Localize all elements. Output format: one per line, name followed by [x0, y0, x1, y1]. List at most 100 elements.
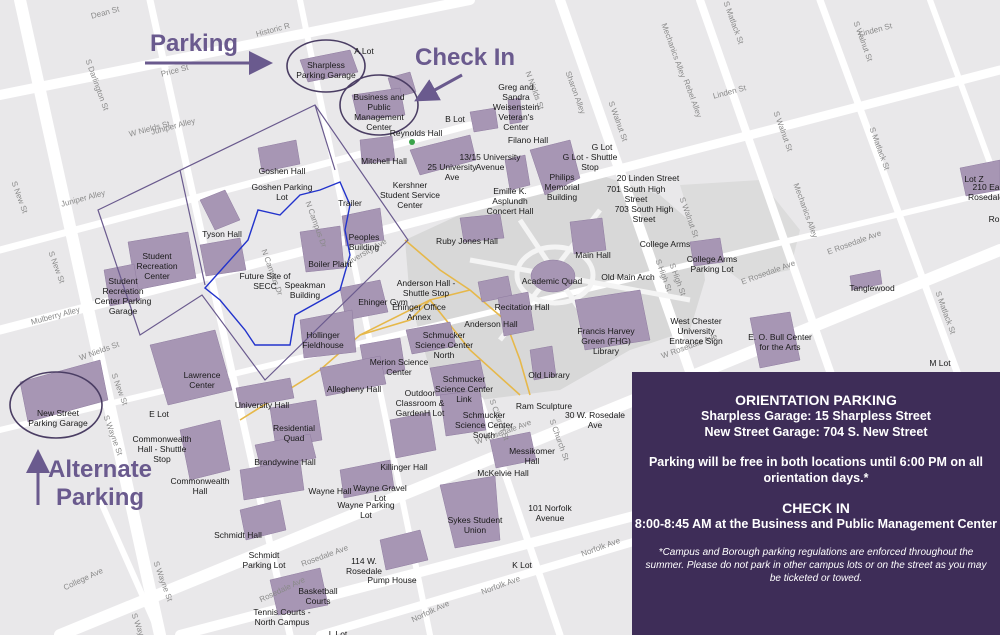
building-label: Allegheny Hall [326, 384, 382, 394]
building-shape [504, 154, 531, 191]
building-label: Schmucker Science Center Link [434, 374, 494, 404]
building-shape [429, 359, 487, 397]
building-shape [497, 291, 535, 337]
building-label: G Lot [591, 142, 613, 152]
building-label: Goshen Parking Lot [251, 182, 313, 202]
building-shape [849, 269, 883, 291]
building-label: Anderson Hall [464, 319, 518, 329]
building-shape [269, 567, 329, 616]
building-label: Schmidt Parking Lot [242, 550, 286, 570]
shuttle-path [404, 239, 471, 291]
building-label: Student Recreation Center Parking Garage [94, 276, 152, 316]
building-label: Ruby Jones Hall [436, 236, 498, 246]
building-shape [254, 433, 317, 470]
building-label: E Lot [149, 409, 169, 419]
building-shape [199, 237, 247, 277]
building-label: Anderson Hall - Shuttle Stop [396, 278, 456, 298]
future-site-outline [203, 181, 351, 346]
building-shape [405, 321, 457, 355]
new-street-circle [9, 371, 103, 439]
building-shape [749, 311, 801, 369]
orientation-info-panel: ORIENTATION PARKING Sharpless Garage: 15… [632, 372, 1000, 635]
building-label: Lot Z [964, 174, 984, 184]
building-label: University Hall [234, 400, 290, 410]
building-label: Wayne Hall [308, 486, 352, 496]
building-label: Reynolds Hall [389, 128, 443, 138]
walkway [469, 257, 691, 303]
building-label: Residential Quad [272, 423, 316, 443]
building-label: Sykes Student Union [447, 515, 503, 535]
building-label: B Lot [445, 114, 465, 124]
building-shape [19, 359, 109, 423]
building-label: Tyson Hall [202, 229, 242, 239]
building-label: Francis Harvey Green (FHG) Library [577, 326, 635, 356]
road [816, 0, 964, 384]
building-shape [689, 237, 725, 267]
building-label: Ram Sculpture [515, 401, 573, 411]
building-label: Mitchell Hall [361, 156, 407, 166]
building-shape [339, 459, 395, 499]
building-shape [530, 259, 576, 293]
road [316, 536, 644, 635]
building-label: 210 Ea Rosedale [968, 182, 1000, 202]
building-label: Speakman Building [284, 280, 326, 300]
building-shape [235, 377, 295, 409]
building-label: Tanglewood [849, 283, 895, 293]
building-shape [574, 289, 651, 351]
building-label: G Lot - Shuttle Stop [562, 152, 618, 172]
building-shape [439, 389, 487, 437]
building-shape [299, 225, 345, 273]
shuttle-path [359, 298, 521, 396]
building-shape [359, 135, 396, 165]
building-label: Lawrence Center [183, 370, 221, 390]
building-label: Outdoor Classroom & GardenH Lot [395, 388, 445, 418]
building-label: Boiler Plant [308, 259, 352, 269]
road [0, 0, 475, 100]
building-label: Schmucker Science Center North [414, 330, 474, 360]
building-shape [379, 529, 429, 571]
building-shape [103, 263, 141, 307]
building-label: Wayne Parking Lot [337, 500, 395, 520]
building-label: Wayne Gravel Lot [353, 483, 407, 503]
building-label: Pump House [367, 575, 417, 585]
building-label: Merion Science Center [369, 357, 429, 377]
sharpless-circle [286, 39, 366, 93]
building-shape [469, 107, 499, 133]
building-label: Ehinger Gym [358, 297, 408, 307]
building-label: Old Library [528, 370, 570, 380]
building-label: Schmucker Science Center South [454, 410, 514, 440]
campus-boundary [97, 104, 409, 381]
building-shape [299, 309, 357, 359]
marker-dot [409, 139, 415, 145]
building-label: 25 University Ave [427, 162, 477, 182]
building-label: Main Hall [575, 250, 611, 260]
building-shape [319, 355, 387, 397]
building-label: 703 South High Street [614, 204, 674, 224]
road [297, 0, 433, 635]
road [927, 0, 1000, 193]
building-shape [959, 159, 1000, 197]
building-shape [239, 499, 287, 541]
callout-circles [9, 39, 419, 439]
boundary-divider [179, 169, 206, 286]
building-label: Peoples Building [348, 232, 380, 252]
building-label: Ehinger Office Annex [392, 302, 446, 322]
building-label: Greg and Sandra Weisenstein Veteran's Ce… [492, 82, 540, 132]
road [97, 497, 163, 635]
panel-check-in-time: 8:00-8:45 AM at the Business and Public … [634, 517, 998, 531]
shuttle-path [469, 289, 531, 396]
panel-sharpless-address: Sharpless Garage: 15 Sharpless Street [701, 409, 931, 423]
building-shape [257, 139, 301, 173]
building-label: 701 South High Street [606, 184, 666, 204]
building-label: Sharpless Parking Garage [296, 60, 356, 80]
building-label: Ro [988, 214, 1000, 224]
panel-check-in-title: CHECK IN [782, 500, 850, 516]
building-shape [341, 207, 385, 247]
building-label: New Street Parking Garage [28, 408, 88, 428]
building-shape [507, 97, 523, 125]
panel-new-street-address: New Street Garage: 704 S. New Street [704, 425, 928, 439]
building-label: Hollinger Fieldhouse [302, 330, 344, 350]
road [14, 0, 166, 635]
building-shape [351, 87, 406, 121]
